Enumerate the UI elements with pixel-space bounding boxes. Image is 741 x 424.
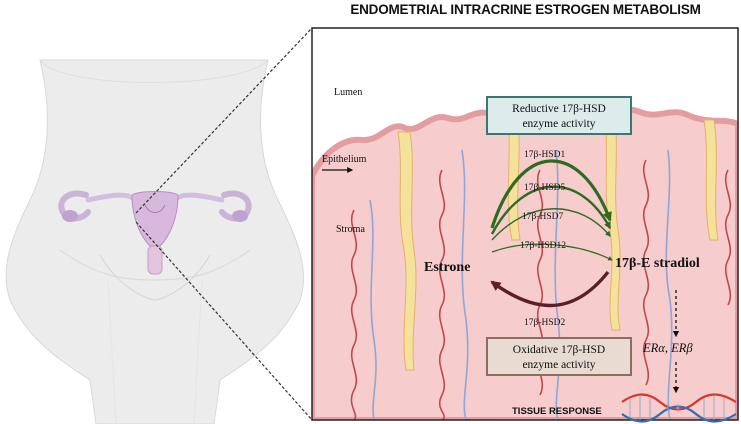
hsd1-arrow <box>490 159 612 229</box>
tissue-response-label: TISSUE RESPONSE <box>512 406 602 417</box>
enzyme-hsd2: 17β-HSD2 <box>524 318 566 328</box>
reductive-box <box>486 96 632 135</box>
hsd5-arrow <box>490 185 612 235</box>
enzyme-hsd5: 17β-HSD5 <box>524 183 566 193</box>
oxidative-box <box>486 337 632 376</box>
glands <box>397 111 719 371</box>
oxidative-line2: enzyme activity <box>522 359 595 371</box>
reductive-line1: Reductive 17β-HSD <box>512 103 606 115</box>
lumen-label: Lumen <box>334 87 362 98</box>
enzyme-hsd1: 17β-HSD1 <box>524 150 566 160</box>
er-beta-label: ERβ <box>670 341 693 355</box>
estradiol-label: 17β-E stradiol <box>615 256 700 271</box>
oxidative-line1: Oxidative 17β-HSD <box>513 344 605 356</box>
estrone-label: Estrone <box>424 260 470 275</box>
stroma-label: Stroma <box>336 224 365 235</box>
hsd12-arrow <box>491 243 613 261</box>
enzyme-hsd7: 17β-HSD7 <box>522 212 564 222</box>
hsd7-arrow <box>491 208 611 241</box>
reductive-arrows <box>490 159 613 261</box>
receptor-label: ERα, ERβ <box>642 341 693 355</box>
reductive-line2: enzyme activity <box>522 118 595 130</box>
panel-border <box>311 27 739 421</box>
er-alpha-label: ERα, <box>642 341 671 355</box>
figure-title: ENDOMETRIAL INTRACRINE ESTROGEN METABOLI… <box>350 2 701 17</box>
hsd2-arrow <box>490 270 610 308</box>
enzyme-hsd12: 17β-HSD12 <box>520 241 566 251</box>
zoom-connector <box>135 27 313 421</box>
dna-helix-icon <box>621 393 737 423</box>
epithelium-label: Epithelium <box>322 154 367 165</box>
